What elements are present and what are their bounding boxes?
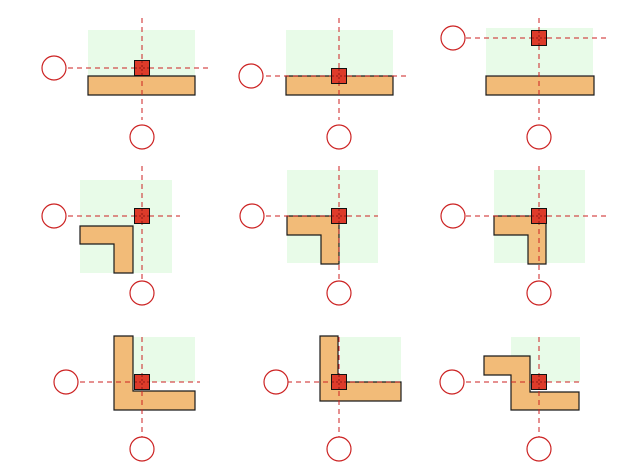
diagram-panel	[439, 337, 580, 462]
panel-layer	[41, 18, 608, 462]
grid-bubble-left	[41, 55, 67, 81]
grid-bubble-left	[440, 203, 466, 229]
grid-bubble-bottom	[129, 436, 155, 462]
grid-bubble-left	[53, 369, 79, 395]
grid-bubble-bottom	[326, 124, 352, 150]
diagram-panel	[41, 166, 180, 306]
grid-bubble-left	[239, 203, 265, 229]
grid-bubble-bottom	[326, 280, 352, 306]
diagram-panel	[238, 18, 408, 150]
column-marker	[331, 68, 347, 84]
grid-bubble-left	[238, 63, 264, 89]
diagram-panel	[41, 18, 208, 150]
diagram-panel	[53, 335, 200, 462]
grid-bubble-bottom	[129, 124, 155, 150]
grid-bubble-bottom	[526, 436, 552, 462]
column-marker	[531, 30, 547, 46]
grid-bubble-left	[440, 25, 466, 51]
member-shape	[483, 355, 580, 411]
column-marker	[531, 208, 547, 224]
grid-bubble-left	[41, 203, 67, 229]
diagram-panel	[440, 18, 608, 150]
column-marker	[331, 208, 347, 224]
column-marker	[531, 374, 547, 390]
column-marker	[134, 208, 150, 224]
column-marker	[134, 374, 150, 390]
grid-bubble-bottom	[526, 124, 552, 150]
grid-bubble-left	[263, 369, 289, 395]
member-shape	[79, 225, 134, 274]
column-marker	[134, 60, 150, 76]
diagram-panel	[440, 166, 606, 306]
grid-bubble-bottom	[129, 280, 155, 306]
grid-bubble-bottom	[526, 280, 552, 306]
grid-bubble-left	[439, 369, 465, 395]
diagram-panel	[263, 335, 402, 462]
member-shape	[113, 335, 196, 411]
diagram-panel	[239, 166, 378, 306]
grid-bubble-bottom	[326, 436, 352, 462]
column-marker	[331, 374, 347, 390]
member-shape	[485, 75, 595, 96]
zone-highlight	[340, 337, 401, 382]
